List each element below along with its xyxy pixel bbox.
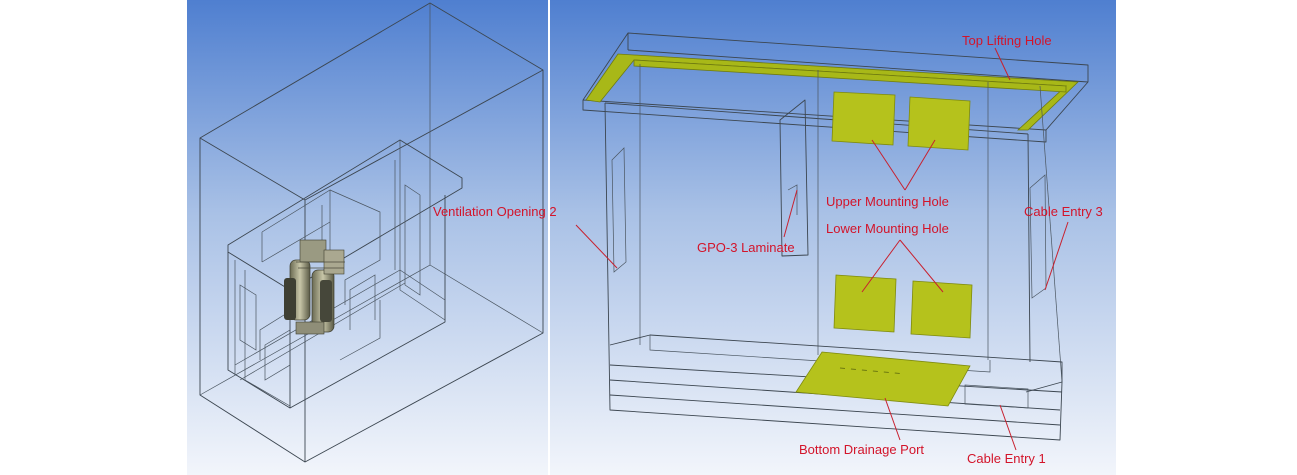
label-ventilation-opening-2: Ventilation Opening 2 — [433, 204, 557, 219]
upper-mounting-plate-right — [907, 96, 971, 151]
label-gpo3-laminate: GPO-3 Laminate — [697, 240, 795, 255]
lower-mounting-plate-right — [910, 280, 973, 339]
gpo3-laminate-panel — [779, 99, 809, 257]
label-cable-entry-1: Cable Entry 1 — [967, 451, 1046, 466]
label-cable-entry-3: Cable Entry 3 — [1024, 204, 1103, 219]
upper-mounting-plate-left — [831, 91, 896, 146]
bottom-drainage-plate — [795, 351, 971, 407]
callout-labels: Top Lifting Hole Ventilation Opening 2 U… — [433, 33, 1103, 466]
label-bottom-drainage-port: Bottom Drainage Port — [799, 442, 924, 457]
top-lifting-rail — [585, 53, 1079, 131]
transformer-assembly-icon — [284, 239, 345, 335]
leader-lines — [575, 47, 1069, 451]
label-upper-mounting-hole: Upper Mounting Hole — [826, 194, 949, 209]
left-isometric-view — [199, 2, 544, 463]
left-view-background — [187, 0, 548, 475]
lower-mounting-plate-left — [833, 274, 897, 333]
label-top-lifting-hole: Top Lifting Hole — [962, 33, 1052, 48]
label-lower-mounting-hole: Lower Mounting Hole — [826, 221, 949, 236]
right-front-view — [582, 32, 1089, 441]
